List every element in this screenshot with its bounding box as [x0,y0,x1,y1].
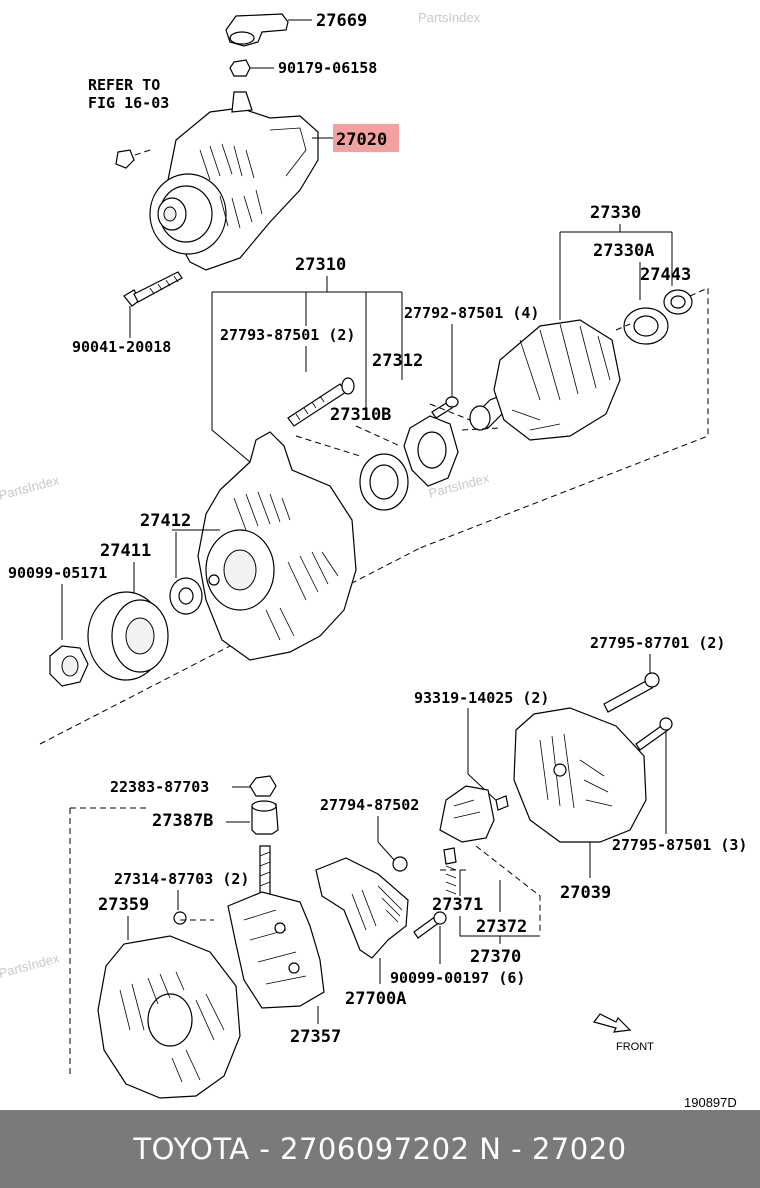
label-27310B[interactable]: 27310B [330,405,391,425]
label-27793-87501[interactable]: 27793-87501 (2) [220,326,355,344]
long-bolt-c-part[interactable] [603,672,660,713]
insulator-part[interactable] [249,775,277,797]
label-27370[interactable]: 27370 [470,947,521,967]
label-27314-87703[interactable]: 27314-87703 (2) [114,870,249,888]
screw-d-part[interactable] [392,856,408,872]
screw-c-part[interactable] [495,795,509,811]
retainer-plate-part[interactable] [403,415,459,487]
diagram-code: 190897D [684,1095,737,1110]
label-27794-87502[interactable]: 27794-87502 [320,796,419,814]
label-27411[interactable]: 27411 [100,541,151,561]
bushing-part[interactable] [251,800,279,835]
label-93319-14025[interactable]: 93319-14025 (2) [414,689,549,707]
mount-bolt-part[interactable] [115,149,135,169]
footer-text: TOYOTA - 2706097202 N - 27020 [133,1132,627,1166]
label-90099-05171[interactable]: 90099-05171 [8,564,107,582]
bolt-d-part[interactable] [635,717,673,751]
stud-bolt-part[interactable] [287,377,355,427]
bearing-cover-part[interactable] [663,289,693,315]
watermark: PartsIndex [0,950,61,981]
label-22383-87703[interactable]: 22383-87703 [110,778,209,796]
stud-b-nut-part[interactable] [173,911,187,925]
brush-holder-part[interactable] [439,785,495,843]
label-27795-87701[interactable]: 27795-87701 (2) [590,634,725,652]
label-27039[interactable]: 27039 [560,883,611,903]
footer-bar: TOYOTA - 2706097202 N - 27020 [0,1110,760,1188]
label-27412[interactable]: 27412 [140,511,191,531]
label-27700A[interactable]: 27700A [345,989,406,1009]
long-bolt-part[interactable] [123,271,183,307]
label-27310[interactable]: 27310 [295,255,346,275]
label-90099-00197[interactable]: 90099-00197 (6) [390,969,525,987]
pulley-part[interactable] [87,591,169,681]
rotor-bearing-part[interactable] [623,307,669,345]
label-27371[interactable]: 27371 [432,895,483,915]
label-27792-87501[interactable]: 27792-87501 (4) [404,304,539,322]
refer-text-line1: REFER TO [88,76,160,94]
spacer-part[interactable] [169,577,203,615]
rectifier-end-frame-part[interactable] [97,935,241,1099]
label-90179-06158[interactable]: 90179-06158 [278,59,377,77]
label-27443[interactable]: 27443 [640,265,691,285]
label-27330A[interactable]: 27330A [593,241,654,261]
label-27330[interactable]: 27330 [590,203,641,223]
front-arrow-icon [592,1013,632,1033]
screw-e-part[interactable] [413,911,447,939]
label-27372[interactable]: 27372 [476,917,527,937]
label-27357[interactable]: 27357 [290,1027,341,1047]
label-27312[interactable]: 27312 [372,351,423,371]
label-27359[interactable]: 27359 [98,895,149,915]
refer-text-line2: FIG 16-03 [88,94,169,112]
alternator-assembly-part[interactable] [149,91,319,271]
drive-end-frame-part[interactable] [197,431,357,661]
regulator-part[interactable] [315,857,409,959]
rotor-part[interactable] [468,319,621,441]
screw-part[interactable] [431,396,459,419]
rear-cover-part[interactable] [513,707,647,843]
label-90041-20018[interactable]: 90041-20018 [72,338,171,356]
watermark: PartsIndex [0,472,61,503]
label-27020[interactable]: 27020 [336,130,387,150]
label-27669[interactable]: 27669 [316,11,367,31]
terminal-cap-part[interactable] [225,13,289,47]
brush-spring-part[interactable] [443,847,457,895]
pulley-nut-part[interactable] [49,645,89,687]
label-27795-87501[interactable]: 27795-87501 (3) [612,836,747,854]
highlight-box [333,124,399,152]
front-label: FRONT [616,1041,654,1053]
rectifier-part[interactable] [227,891,325,1009]
bearing-part[interactable] [359,453,409,511]
nut-part[interactable] [229,59,251,77]
watermark: PartsIndex [418,10,481,25]
label-27387B[interactable]: 27387B [152,811,213,831]
parts-diagram: PartsIndex PartsIndex PartsIndex PartsIn… [0,10,747,1110]
